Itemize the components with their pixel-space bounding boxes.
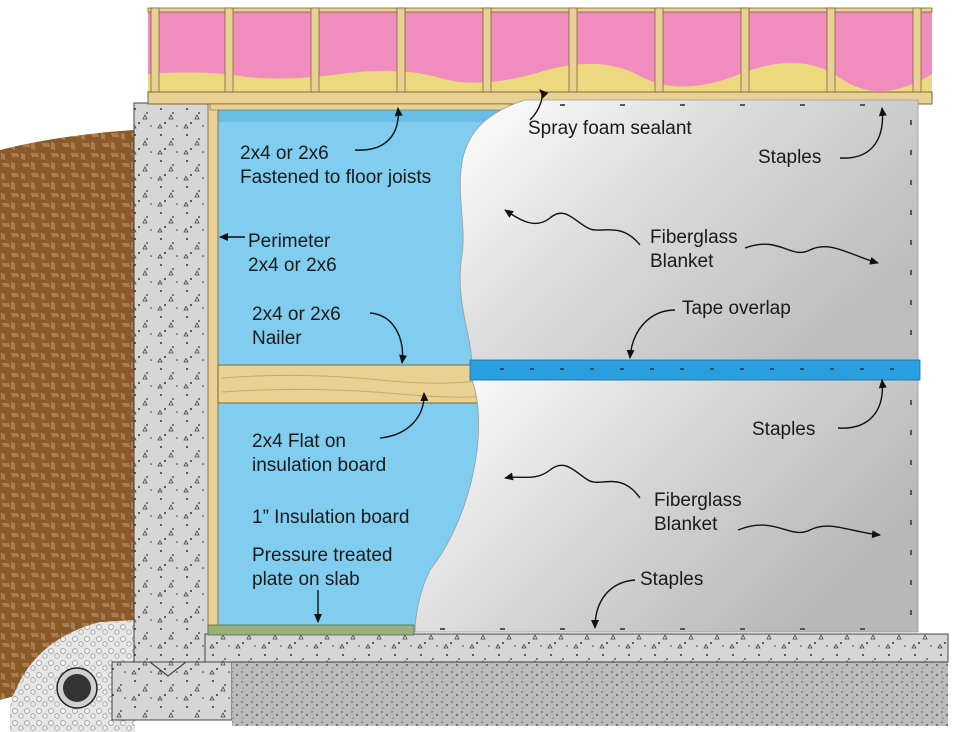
soil [0, 130, 134, 700]
label-staples-mid: Staples [752, 419, 816, 440]
label-fastened-line1: 2x4 or 2x6 [240, 143, 329, 164]
arrow-nailer [369, 312, 407, 364]
label-flat-line2: insulation board [252, 455, 387, 476]
label-tape-overlap: Tape overlap [682, 298, 791, 319]
arrow-flat [379, 392, 429, 439]
label-staples-bottom: Staples [640, 569, 704, 590]
label-perimeter-line2: 2x4 or 2x6 [248, 255, 337, 276]
label-staples-top: Staples [758, 147, 822, 168]
arrow-fiberglass-top-right [744, 243, 879, 265]
label-spray-foam-sealant: Spray foam sealant [528, 118, 692, 139]
staple-row-right [910, 120, 912, 615]
arrow-fiberglass-bottom-left [504, 464, 641, 499]
sub-slab-gravel [232, 660, 948, 726]
overlap-tape [469, 359, 921, 381]
label-fiberglass-top-line1: Fiberglass [650, 227, 738, 248]
label-fiberglass-top-line2: Blanket [650, 251, 714, 272]
arrow-fiberglass-bottom-right [737, 524, 881, 539]
staple-row-top [560, 104, 865, 106]
drain-pipe [56, 667, 98, 709]
pressure-treated-plate [207, 624, 415, 636]
label-pressure-line2: plate on slab [252, 569, 360, 590]
label-nailer-line2: Nailer [252, 328, 302, 349]
concrete-slab [204, 633, 949, 663]
arrow-fiberglass-top-left [504, 209, 641, 246]
perimeter-stud [207, 103, 219, 633]
nailer-2x4 [217, 364, 511, 404]
fiberglass-blanket-upper [459, 99, 919, 363]
label-fastened-line2: Fastened to floor joists [240, 167, 432, 188]
arrow-tape-overlap [626, 309, 676, 359]
label-fiberglass-bottom-line2: Blanket [654, 514, 718, 535]
label-perimeter-line1: Perimeter [248, 231, 331, 252]
arrow-staples-bottom [591, 579, 636, 629]
footing [111, 661, 233, 721]
tape-staples [500, 368, 894, 370]
label-pressure-line1: Pressure treated [252, 545, 393, 566]
arrow-staples-top [839, 107, 887, 159]
top-plate [209, 103, 511, 111]
label-fiberglass-bottom-line1: Fiberglass [654, 490, 742, 511]
label-nailer-line1: 2x4 or 2x6 [252, 304, 341, 325]
floor-joist-assembly [147, 7, 933, 105]
arrow-staples-mid [837, 379, 887, 429]
label-flat-line1: 2x4 Flat on [252, 431, 346, 452]
fiberglass-blanket-lower [414, 379, 919, 633]
label-insulation-board: 1” Insulation board [252, 507, 410, 528]
staple-row-bottom [440, 628, 865, 630]
foundation-wall [133, 102, 211, 664]
arrow-spray-foam [529, 89, 549, 121]
arrow-fastened [354, 107, 403, 151]
